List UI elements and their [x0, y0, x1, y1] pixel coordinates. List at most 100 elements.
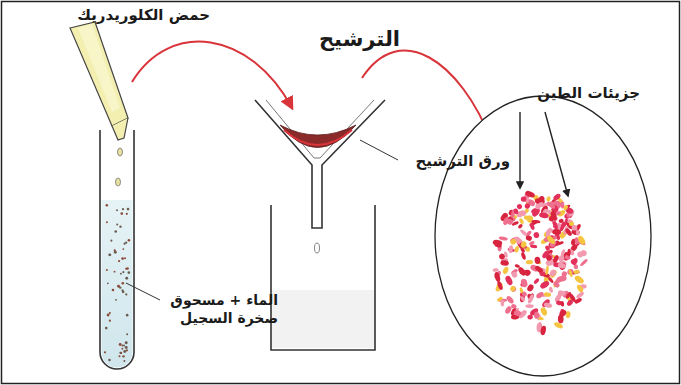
clay-particle	[527, 294, 535, 305]
clay-particle	[496, 280, 503, 290]
powder-grain	[126, 213, 128, 215]
clay-particle	[520, 241, 527, 249]
powder-grain	[114, 230, 117, 233]
powder-grain	[120, 273, 122, 275]
powder-grain	[122, 355, 124, 357]
powder-grain	[116, 209, 118, 211]
powder-grain	[117, 285, 120, 288]
clay-particle	[555, 211, 561, 216]
clay-particle	[563, 204, 569, 211]
powder-grain	[116, 224, 118, 226]
powder-grain	[106, 269, 108, 271]
clay-particle	[557, 262, 566, 270]
clay-particle	[513, 208, 519, 215]
clay-particle	[557, 289, 566, 297]
magnified-view	[435, 96, 651, 376]
powder-grain	[118, 260, 120, 262]
clay-particle	[494, 271, 502, 282]
powder-grain	[126, 333, 128, 335]
clay-particle	[505, 295, 514, 305]
clay-particle	[576, 230, 580, 236]
powder-grain	[125, 346, 128, 349]
clay-particle	[537, 201, 544, 208]
clay-particle	[544, 245, 551, 252]
clay-particle	[556, 241, 565, 247]
clay-particle	[531, 208, 538, 217]
clay-particle	[541, 249, 550, 259]
clay-particle	[521, 291, 527, 298]
clay-particle	[502, 216, 509, 225]
clay-particle	[504, 275, 514, 286]
clay-particle	[530, 244, 538, 248]
powder-grain	[125, 268, 127, 270]
part-label: الماء + مسحوق صخرة السجيل	[158, 292, 278, 327]
powder-grain	[109, 312, 111, 314]
clay-particle	[534, 256, 541, 264]
clay-particle	[514, 246, 520, 253]
clay-particle	[492, 268, 499, 272]
clay-particle	[573, 274, 585, 285]
clay-particle	[560, 301, 564, 307]
pointer-arrow	[545, 112, 568, 196]
clay-particle	[576, 251, 584, 259]
powder-grain	[123, 350, 126, 353]
clay-particle	[531, 220, 541, 224]
funnel	[255, 100, 385, 253]
powder-grain	[126, 314, 129, 317]
clay-particle	[547, 227, 554, 234]
powder-grain	[112, 289, 115, 292]
clay-particle	[534, 264, 544, 274]
powder-grain	[121, 282, 124, 285]
clay-particle	[513, 309, 522, 317]
clay-particle	[551, 200, 559, 207]
clay-particle	[525, 234, 533, 241]
test-tube	[100, 130, 134, 369]
clay-particle	[519, 210, 527, 216]
clay-particle	[519, 279, 527, 288]
clay-particle	[525, 304, 534, 308]
clay-particle	[511, 271, 518, 278]
clay-particle	[502, 266, 510, 275]
clay-particle	[538, 317, 544, 321]
powder-grain	[106, 221, 108, 223]
powder-grain	[115, 299, 117, 301]
part-label: جزيئات الطين	[537, 84, 640, 103]
clay-particle	[540, 325, 547, 335]
clay-particle	[546, 196, 552, 202]
clay-particle	[524, 202, 531, 209]
powder-grain	[106, 204, 109, 207]
powder-grain	[108, 359, 110, 361]
clay-particle	[492, 239, 502, 246]
clay-particle	[500, 260, 509, 267]
powder-grain	[119, 355, 121, 357]
clay-particle	[552, 254, 560, 263]
powder-grain	[122, 271, 124, 273]
powder-grain	[122, 248, 124, 250]
clay-particle	[561, 271, 568, 278]
clay-particle	[577, 235, 587, 246]
powder-grain	[114, 249, 116, 251]
clay-particle	[549, 268, 558, 277]
clay-particle	[543, 302, 552, 309]
clay-particle	[548, 286, 553, 293]
powder-grain	[125, 293, 127, 295]
powder-grain	[122, 291, 125, 294]
clay-particle	[564, 227, 573, 237]
powder-grain	[107, 314, 110, 317]
reagent-label: حمض الكلوريدريك	[77, 6, 210, 25]
clay-particle	[519, 242, 528, 250]
clay-particle	[545, 266, 549, 276]
clay-particle	[516, 203, 522, 209]
clay-particle	[552, 229, 561, 235]
clay-particle	[521, 197, 527, 202]
clay-particle	[560, 249, 566, 257]
clay-particle	[573, 269, 580, 274]
powder-grain	[122, 208, 124, 210]
clay-particle	[574, 297, 583, 305]
clay-particle	[567, 249, 571, 257]
powder-grain	[125, 277, 128, 280]
clay-particle	[503, 251, 508, 258]
powder-grain	[128, 271, 131, 274]
